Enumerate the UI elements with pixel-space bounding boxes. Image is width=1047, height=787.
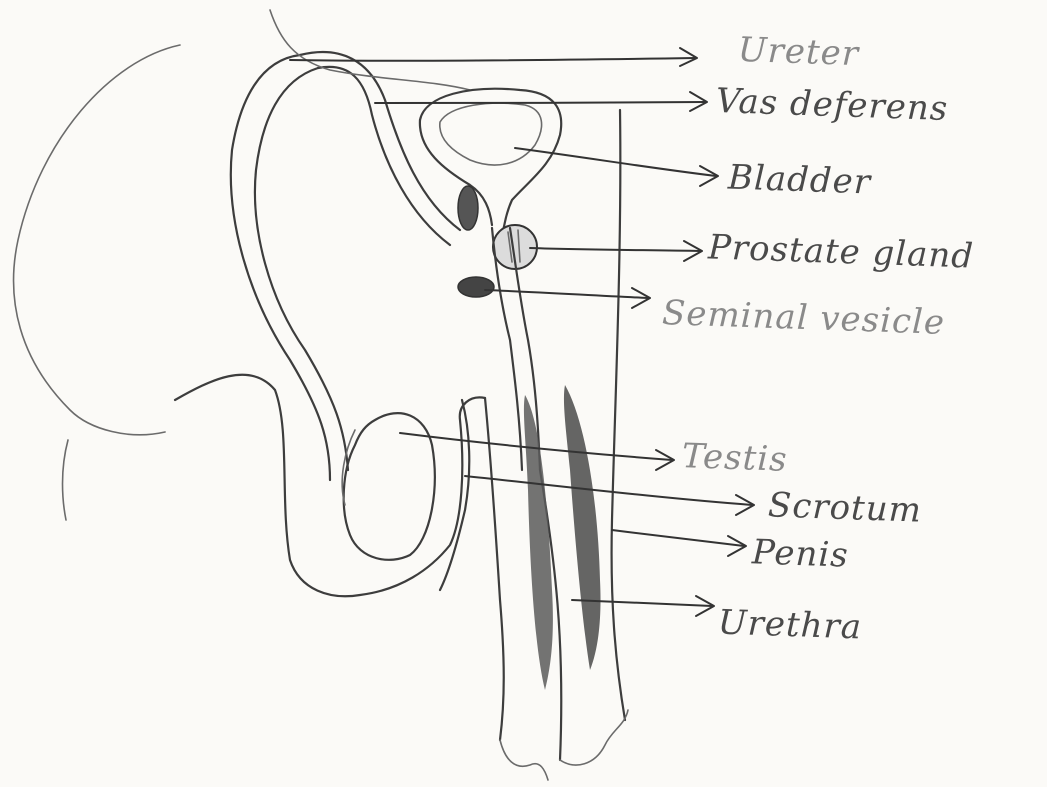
- label-scrotum: Scrotum: [767, 485, 922, 530]
- body-outline: [14, 45, 180, 435]
- seminal-vesicle-arrow: [485, 288, 650, 308]
- label-penis: Penis: [751, 532, 849, 575]
- seminal-vesicle-shape: [458, 186, 478, 230]
- ureter-line: [270, 10, 470, 90]
- bladder-arrow: [515, 148, 718, 186]
- bulbourethral-gland-shape: [458, 277, 494, 297]
- penis-left-edge: [485, 398, 504, 740]
- vas-deferens-top-inner: [318, 67, 450, 245]
- penis-arrow: [612, 530, 746, 556]
- label-urethra: Urethra: [717, 602, 862, 647]
- scrotum-right-edge: [440, 400, 469, 590]
- label-ureter: Ureter: [737, 30, 859, 74]
- label-vas-deferens: Vas deferens: [715, 81, 949, 129]
- bladder-outer: [420, 89, 561, 230]
- penis-tip-left: [500, 740, 548, 780]
- corpus-cavernosum-right: [564, 385, 601, 670]
- label-bladder: Bladder: [727, 158, 871, 203]
- bladder-inner: [440, 103, 542, 165]
- groin-curve: [175, 375, 485, 597]
- leg-outline-left: [63, 440, 69, 520]
- prostate-gland-arrow: [530, 241, 702, 261]
- bladder-outer-left: [420, 120, 492, 225]
- penis-right-edge: [612, 110, 625, 720]
- penis-tip-right: [560, 710, 628, 765]
- label-testis: Testis: [681, 436, 788, 480]
- ureter-arrow: [290, 48, 697, 66]
- vas-deferens-inner: [255, 68, 348, 470]
- scrotum-arrow: [465, 476, 754, 515]
